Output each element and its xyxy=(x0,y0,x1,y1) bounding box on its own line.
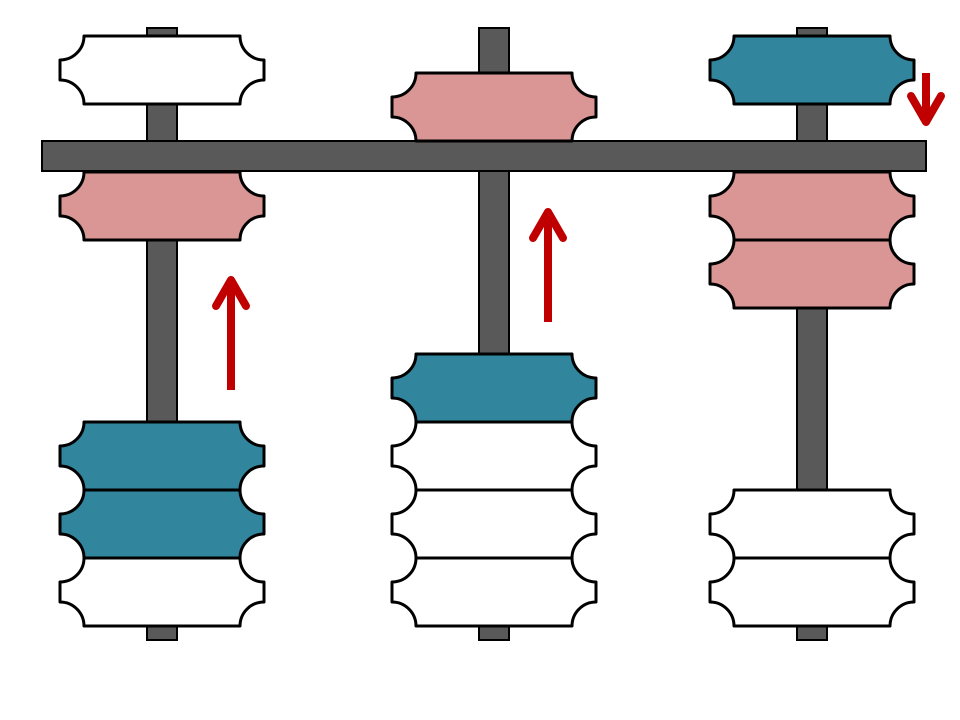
column-right-arrow-head-icon xyxy=(907,92,945,126)
column-left-lower-bead[interactable] xyxy=(58,170,266,242)
column-right-lower-bead[interactable] xyxy=(708,170,916,242)
beads xyxy=(58,34,916,628)
column-left-upper-bead[interactable] xyxy=(58,34,266,106)
column-right-upper-bead[interactable] xyxy=(708,34,916,106)
column-left-bottom-bead[interactable] xyxy=(58,556,266,628)
column-middle-upper-bead[interactable] xyxy=(390,71,598,143)
column-middle-bottom-bead[interactable] xyxy=(390,352,598,424)
column-right-bottom-bead[interactable] xyxy=(708,488,916,560)
column-right-bottom-bead[interactable] xyxy=(708,556,916,628)
column-middle-bottom-bead[interactable] xyxy=(390,556,598,628)
column-left-arrow-head-icon xyxy=(212,276,250,310)
column-middle-bottom-bead[interactable] xyxy=(390,488,598,560)
column-left-bottom-bead[interactable] xyxy=(58,420,266,492)
abacus-beam xyxy=(41,140,927,172)
column-right-lower-bead[interactable] xyxy=(708,238,916,310)
beam-layer xyxy=(41,140,927,172)
arrows xyxy=(212,73,945,390)
column-middle-arrow-head-icon xyxy=(529,208,567,242)
column-left-bottom-bead[interactable] xyxy=(58,488,266,560)
column-middle-bottom-bead[interactable] xyxy=(390,420,598,492)
